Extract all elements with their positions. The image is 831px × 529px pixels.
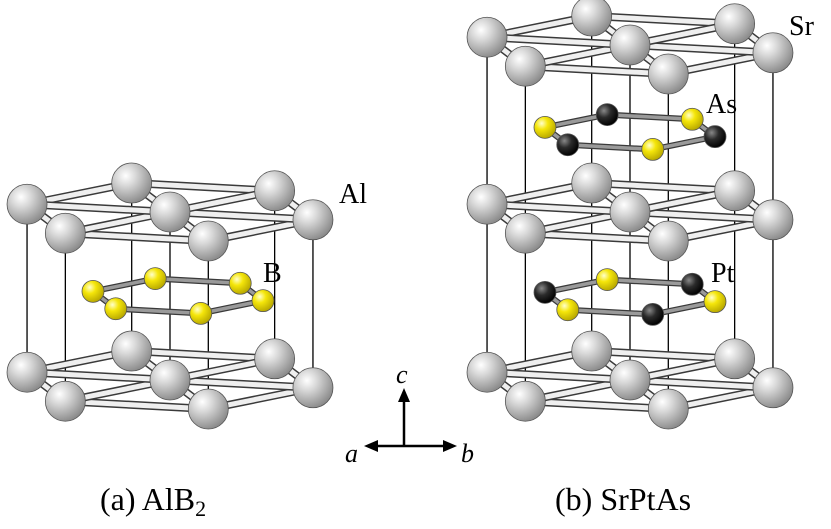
ptas-upper-ring-bond xyxy=(605,112,694,122)
axis-a-head xyxy=(364,440,378,452)
sr-bottom-edge-bond xyxy=(522,398,671,412)
sr-top-atom xyxy=(647,53,689,95)
al-top-atom xyxy=(292,199,334,241)
b-layer-atom xyxy=(81,279,105,303)
sr-bottom-atom xyxy=(466,351,508,393)
sr-middle-inner-bond xyxy=(627,209,776,223)
al-top-center-atom xyxy=(149,191,191,233)
sr-bottom-inner-bond xyxy=(484,369,633,383)
panel-srptas xyxy=(466,0,794,430)
al-top-atom xyxy=(6,183,48,225)
sr-top-edge-bond xyxy=(589,13,738,27)
al-bottom-atom xyxy=(111,330,153,372)
sr-middle-inner-bond xyxy=(484,201,633,215)
sr-top-atom xyxy=(752,32,794,74)
sr-top-atom xyxy=(466,16,508,58)
caption-a-text: (a) AlB xyxy=(100,481,195,517)
sr-bottom-atom xyxy=(571,330,613,372)
label-al: Al xyxy=(339,179,367,210)
label-b: B xyxy=(263,258,282,289)
caption-a: (a) AlB2 xyxy=(100,481,206,521)
sr-bottom-center-atom xyxy=(609,359,651,401)
ptas-upper-atom xyxy=(703,125,727,149)
ptas-upper-atom xyxy=(680,107,704,131)
al-bottom-atom xyxy=(187,388,229,430)
label-pt: Pt xyxy=(711,258,735,289)
al-bottom-atom xyxy=(254,338,296,380)
label-sr: Sr xyxy=(789,11,815,42)
al-bottom-edge-bond xyxy=(62,398,211,412)
sr-middle-edge-bond xyxy=(522,230,671,244)
al-top-atom xyxy=(111,162,153,204)
caption-b: (b) SrPtAs xyxy=(555,481,691,517)
ptas-lower-atom xyxy=(703,290,727,314)
ptas-lower-atom xyxy=(595,268,619,292)
axis-b-label: b xyxy=(461,439,474,468)
sr-middle-atom xyxy=(571,162,613,204)
ptas-lower-ring-bond xyxy=(566,307,655,317)
sr-middle-center-atom xyxy=(609,191,651,233)
label-as: As xyxy=(706,89,737,120)
ptas-lower-atom xyxy=(556,298,580,322)
al-top-edge-bond xyxy=(129,180,278,194)
ptas-lower-ring-bond xyxy=(605,277,694,287)
b-layer-ring-bond xyxy=(114,306,203,316)
axis-a-label: a xyxy=(345,439,358,468)
sr-middle-edge-bond xyxy=(589,180,738,194)
al-bottom-inner-bond xyxy=(24,369,173,383)
sr-top-atom xyxy=(504,45,546,87)
sr-bottom-atom xyxy=(752,367,794,409)
axis-c-head xyxy=(398,388,410,402)
b-layer-atom xyxy=(189,301,213,325)
sr-bottom-atom xyxy=(714,338,756,380)
b-layer-atom xyxy=(251,289,275,313)
al-bottom-atom xyxy=(6,351,48,393)
ptas-upper-atom xyxy=(556,133,580,157)
al-bottom-atom xyxy=(292,367,334,409)
sr-bottom-atom xyxy=(647,388,689,430)
sr-top-atom xyxy=(571,0,613,37)
panel-alb2 xyxy=(6,162,334,430)
al-top-atom xyxy=(254,170,296,212)
sr-middle-atom xyxy=(466,183,508,225)
sr-top-edge-bond xyxy=(522,63,671,77)
ptas-lower-atom xyxy=(680,272,704,296)
sr-bottom-inner-bond xyxy=(627,377,776,391)
sr-bottom-atom xyxy=(504,380,546,422)
sr-middle-atom xyxy=(647,220,689,262)
al-bottom-center-atom xyxy=(149,359,191,401)
al-bottom-inner-bond xyxy=(167,377,316,391)
sr-bottom-edge-bond xyxy=(589,348,738,362)
lattice-axes xyxy=(364,388,457,452)
ptas-lower-atom xyxy=(641,302,665,326)
axis-b-head xyxy=(443,440,457,452)
al-top-inner-bond xyxy=(24,201,173,215)
ptas-upper-atom xyxy=(533,115,557,139)
b-layer-atom xyxy=(104,297,128,321)
b-layer-atom xyxy=(143,267,167,291)
ptas-upper-atom xyxy=(641,137,665,161)
ptas-lower-atom xyxy=(533,280,557,304)
caption-a-subscript: 2 xyxy=(195,496,206,521)
al-top-inner-bond xyxy=(167,209,316,223)
ptas-upper-ring-bond xyxy=(566,142,655,152)
al-bottom-edge-bond xyxy=(129,348,278,362)
sr-middle-atom xyxy=(714,170,756,212)
al-bottom-atom xyxy=(44,380,86,422)
sr-middle-atom xyxy=(752,199,794,241)
sr-top-inner-bond xyxy=(627,42,776,56)
sr-middle-atom xyxy=(504,212,546,254)
al-top-atom xyxy=(44,212,86,254)
sr-top-atom xyxy=(714,3,756,45)
sr-top-center-atom xyxy=(609,24,651,66)
al-top-edge-bond xyxy=(62,230,211,244)
al-top-atom xyxy=(187,220,229,262)
ptas-upper-atom xyxy=(595,103,619,127)
b-layer-atom xyxy=(228,271,252,295)
sr-top-inner-bond xyxy=(484,34,633,48)
axis-c-label: c xyxy=(396,360,408,389)
b-layer-ring-bond xyxy=(153,276,242,286)
